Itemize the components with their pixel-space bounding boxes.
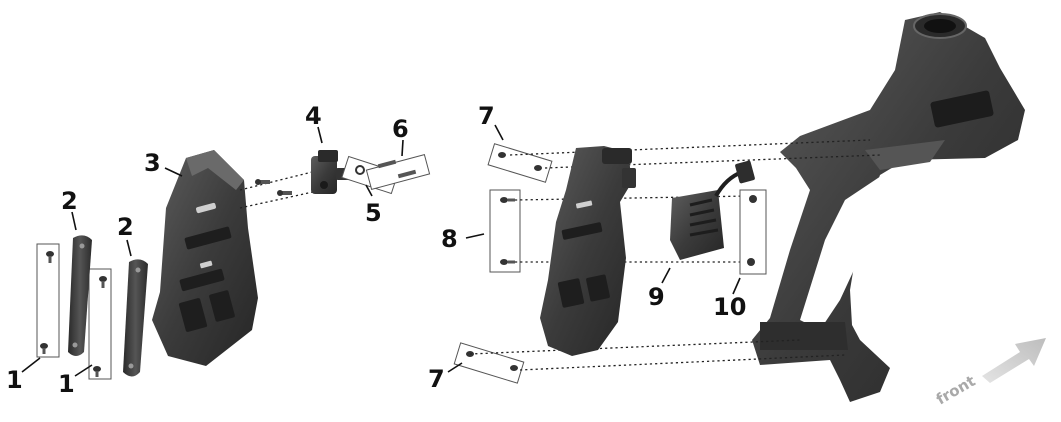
bolt-kit-1a — [36, 243, 60, 358]
arrow-right-up-icon — [982, 338, 1046, 383]
bolt-icon — [510, 365, 518, 371]
bolt-icon — [534, 165, 542, 171]
bolt-icon — [500, 259, 515, 265]
nut-icon — [749, 195, 757, 203]
mounting-bar-2b — [123, 259, 148, 377]
callout-6: 6 — [392, 115, 409, 143]
callout-1: 1 — [58, 370, 75, 398]
callout-4: 4 — [305, 102, 322, 130]
mounting-plate-assembled — [540, 146, 636, 356]
callout-3: 3 — [144, 149, 161, 177]
bolt-kit-7b — [453, 342, 525, 384]
motorcycle-frame — [752, 12, 1025, 402]
bolt-icon — [40, 343, 48, 354]
screw-kit-6 — [365, 153, 431, 191]
callout-7: 7 — [478, 102, 495, 130]
callout-2: 2 — [61, 187, 78, 215]
front-direction-indicator: front — [933, 338, 1046, 408]
bolt-kit-1b — [88, 268, 112, 380]
callout-9: 9 — [648, 283, 665, 311]
mounting-plate-3 — [152, 150, 258, 366]
nut-icon — [747, 258, 755, 266]
screw-icon — [255, 179, 270, 185]
bolt-icon — [498, 152, 506, 158]
callout-2: 2 — [117, 213, 134, 241]
screw-icon — [377, 159, 397, 169]
callout-7: 7 — [428, 365, 445, 393]
bolt-kit-7a — [487, 143, 553, 183]
front-label: front — [933, 372, 978, 409]
bolt-kit-8 — [489, 189, 521, 273]
mounting-bar-2a — [68, 235, 92, 356]
screw-icon — [397, 169, 417, 179]
screw-icon — [277, 190, 292, 196]
washer-icon — [355, 165, 365, 175]
nut-kit-10 — [739, 189, 767, 275]
callout-5: 5 — [365, 199, 382, 227]
voltage-regulator-9 — [670, 160, 755, 260]
bolt-icon — [46, 251, 54, 263]
bolt-icon — [99, 276, 107, 288]
bolt-icon — [500, 197, 515, 203]
callout-10: 10 — [713, 293, 746, 321]
bolt-icon — [93, 366, 101, 377]
callout-1: 1 — [6, 366, 23, 394]
callout-8: 8 — [441, 225, 458, 253]
